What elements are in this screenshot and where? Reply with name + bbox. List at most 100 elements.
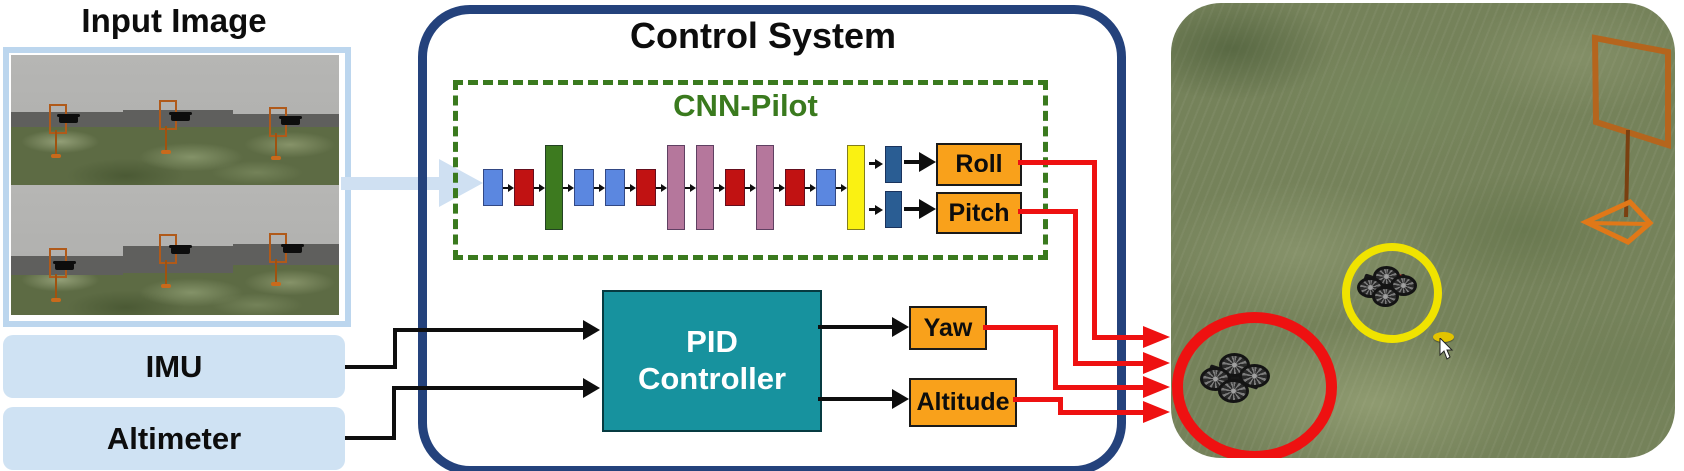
drone-silhouette	[53, 261, 76, 270]
altimeter-line-h1	[345, 436, 396, 440]
pitch-label: Pitch	[948, 198, 1010, 227]
gate-base-bar	[1587, 221, 1650, 226]
roll-arrowhead	[1143, 326, 1170, 348]
drone-silhouette	[279, 116, 302, 125]
mouse-cursor-icon	[1439, 338, 1454, 360]
gate-pole	[165, 260, 167, 286]
roll-line-v	[1092, 160, 1097, 340]
cnn-inter-layer-arrow	[805, 186, 810, 189]
roll-line-h1	[1018, 160, 1097, 165]
cnn-layer-block-2	[514, 169, 534, 206]
arrow-yellow-to-head-1	[869, 162, 875, 165]
arrow-to-altitude	[818, 397, 892, 401]
gate-pole	[165, 126, 167, 152]
cnn-inter-layer-arrow	[534, 186, 539, 189]
cnn-strip	[483, 145, 865, 230]
image-feed-arrow-head	[439, 159, 483, 207]
gate-base	[51, 154, 61, 158]
altimeter-line-arrow	[392, 386, 583, 390]
yellow-circle-annotation	[1342, 243, 1442, 343]
gate-pole	[55, 274, 57, 300]
yaw-line-h2	[1053, 385, 1143, 390]
cnn-pilot-title: CNN-Pilot	[673, 88, 818, 123]
gate-pole	[275, 133, 277, 159]
control-system-title: Control System	[629, 15, 897, 56]
altimeter-line-v	[392, 388, 396, 440]
imu-label: IMU	[145, 348, 203, 384]
image-feed-arrow-shaft	[341, 177, 439, 190]
pid-label-line1: PID	[686, 324, 738, 360]
cnn-layer-block-1	[483, 169, 503, 206]
gate-pole	[275, 259, 277, 285]
altimeter-label: Altimeter	[106, 420, 242, 456]
pitch-arrowhead	[1143, 352, 1170, 374]
gate-base	[1580, 198, 1654, 245]
control-system-container	[418, 5, 1126, 471]
pitch-line-h2	[1073, 361, 1143, 366]
altitude-label: Altitude	[916, 388, 1010, 416]
pitch-line-h1	[1018, 209, 1078, 214]
imu-line-h1	[345, 365, 397, 369]
cnn-inter-layer-arrow	[714, 186, 719, 189]
yaw-line-v	[1053, 325, 1058, 390]
yaw-label: Yaw	[923, 313, 973, 342]
cnn-inter-layer-arrow	[625, 186, 630, 189]
altitude-box: Altitude	[909, 378, 1017, 427]
input-frame-1	[11, 55, 339, 185]
altimeter-box: Altimeter	[3, 407, 345, 470]
cnn-layer-block-12	[816, 169, 836, 206]
drone-silhouette	[57, 114, 80, 123]
cnn-inter-layer-arrow	[656, 186, 661, 189]
imu-box: IMU	[3, 335, 345, 398]
cnn-inter-layer-arrow	[563, 186, 568, 189]
drone-rotor	[1218, 379, 1249, 403]
drone-silhouette	[169, 112, 192, 121]
cnn-layer-block-11	[785, 169, 805, 206]
input-frame-2	[11, 185, 339, 315]
altitude-arrowhead	[1143, 401, 1170, 423]
drone-red-circled	[1200, 353, 1270, 403]
cnn-layer-block-3	[545, 145, 563, 230]
cnn-layer-block-9	[725, 169, 745, 206]
gate-base	[51, 298, 61, 302]
input-image-title: Input Image	[81, 2, 267, 39]
cnn-layer-block-7	[667, 145, 685, 230]
gate-marker-3d	[1580, 34, 1671, 245]
arrow-yellow-to-head-2	[869, 208, 875, 211]
altitude-line-h1	[1013, 397, 1063, 402]
drone-silhouette	[281, 244, 304, 253]
yaw-arrowhead	[1143, 376, 1170, 398]
drone-rotor	[1239, 364, 1270, 388]
simulator-view	[1171, 3, 1675, 458]
pitch-box: Pitch	[936, 192, 1022, 234]
yaw-box: Yaw	[909, 306, 987, 350]
cnn-inter-layer-arrow	[836, 186, 841, 189]
cnn-pilot-container	[453, 80, 1048, 260]
red-circle-annotation	[1172, 312, 1337, 458]
drone-silhouette	[169, 245, 192, 254]
arrow-to-roll	[904, 160, 919, 164]
imu-line-arrow	[393, 328, 583, 332]
cnn-head-block-roll	[885, 146, 902, 183]
gate-base	[271, 282, 281, 286]
pid-controller-box: PID Controller	[602, 290, 822, 432]
cnn-inter-layer-arrow	[745, 186, 750, 189]
roll-line-h2	[1092, 335, 1143, 340]
cnn-inter-layer-arrow	[774, 186, 779, 189]
cnn-layer-block-8	[696, 145, 714, 230]
drone-yellow-circled	[1357, 266, 1417, 307]
drone-rotor	[1390, 275, 1417, 296]
drone-rotor	[1372, 286, 1399, 307]
imu-line-v	[393, 330, 397, 369]
altitude-line-v	[1058, 397, 1063, 415]
cnn-layer-block-6	[636, 169, 656, 206]
cnn-layer-block-4	[574, 169, 594, 206]
arrow-to-pitch	[904, 207, 919, 211]
cnn-layer-block-5	[605, 169, 625, 206]
input-image-panel	[3, 47, 351, 327]
cnn-layer-block-10	[756, 145, 774, 230]
gate-frame	[1591, 34, 1671, 150]
gate-base	[161, 150, 171, 154]
cnn-inter-layer-arrow	[594, 186, 599, 189]
